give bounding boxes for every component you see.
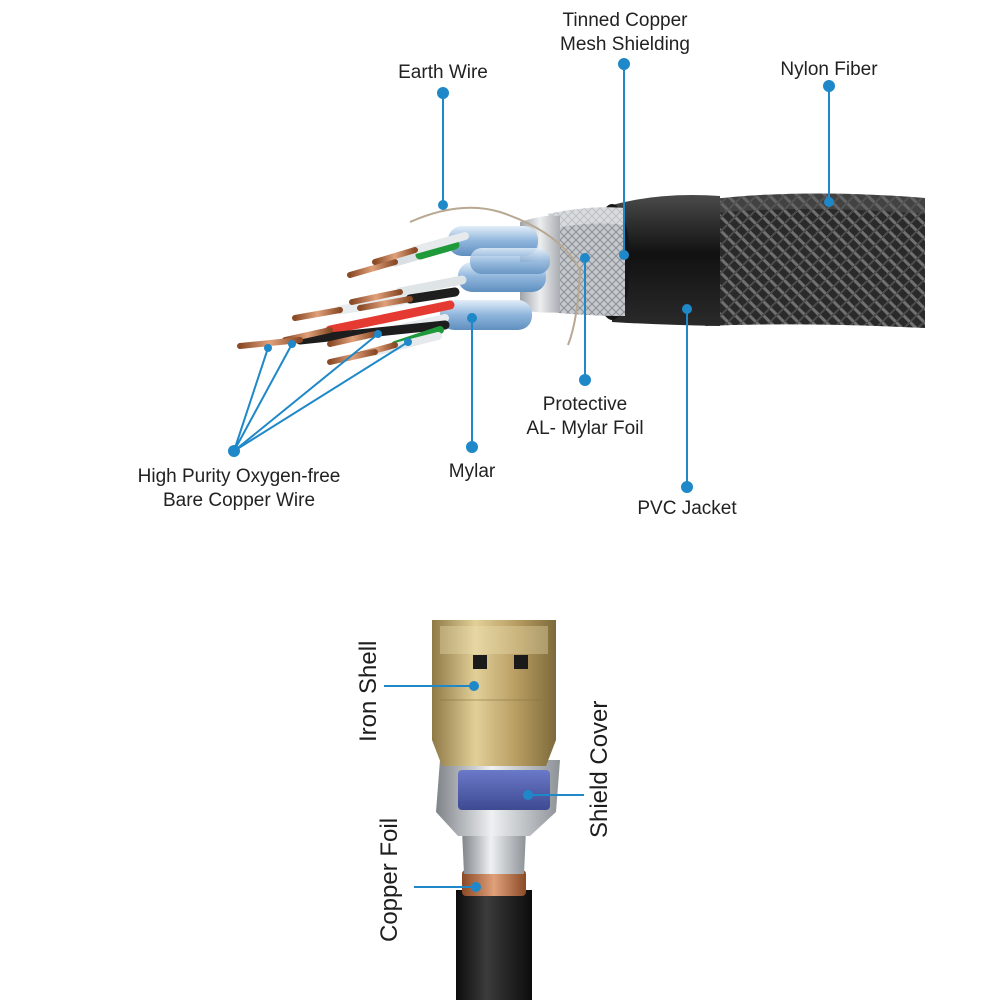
label-iron-shell: Iron Shell — [355, 640, 382, 742]
cable-callouts — [228, 58, 835, 493]
label-nylon-fiber: Nylon Fiber — [780, 59, 878, 80]
black-cable-body — [456, 890, 532, 1000]
mylar-wrapped-pairs — [440, 226, 550, 330]
crimp-neck — [462, 830, 526, 874]
label-shield-cover: Shield Cover — [586, 700, 613, 838]
label-tinned-copper-mesh-shielding: Tinned Copper Mesh Shielding — [560, 10, 690, 55]
bare-copper-tips — [237, 247, 418, 365]
cable-illustration — [237, 193, 925, 365]
pvc-jacket-layer — [612, 195, 720, 326]
connector-callouts — [384, 681, 584, 892]
shell-hole-left — [473, 655, 487, 669]
label-protective-al-mylar-foil: Protective AL- Mylar Foil — [526, 394, 644, 439]
label-oxygen-free-copper-wire: High Purity Oxygen-free Bare Copper Wire — [137, 466, 341, 511]
label-copper-foil: Copper Foil — [376, 817, 403, 942]
hdmi-connector-illustration — [432, 620, 560, 1000]
nylon-braid-layer — [705, 193, 925, 328]
shield-cover-window — [458, 770, 550, 810]
shell-hole-right — [514, 655, 528, 669]
label-mylar: Mylar — [448, 461, 496, 482]
label-pvc-jacket: PVC Jacket — [637, 498, 737, 519]
label-earth-wire: Earth Wire — [398, 62, 488, 83]
earth-wire-strand — [409, 206, 582, 346]
